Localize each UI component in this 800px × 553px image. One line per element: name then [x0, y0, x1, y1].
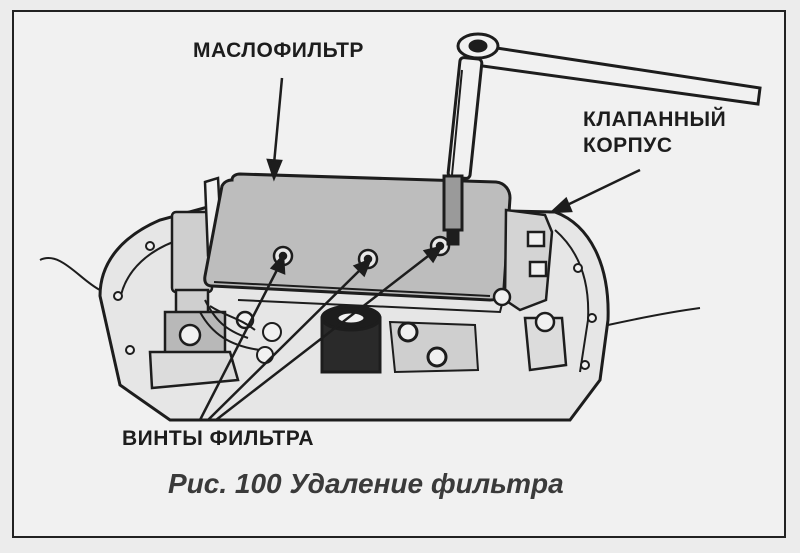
valve-body-label: КЛАПАННЫЙ КОРПУС	[583, 107, 726, 159]
valve-body	[492, 208, 568, 372]
valve-body-label-line1: КЛАПАННЫЙ	[583, 108, 727, 131]
filter-screws-label: ВИНТЫ ФИЛЬТРА	[122, 427, 315, 450]
oil-filter-label: МАСЛОФИЛЬТР	[193, 39, 364, 62]
valve-body-label-line2: КОРПУС	[583, 134, 673, 157]
case-bolts	[113, 241, 597, 370]
figure-caption: Рис. 100 Удаление фильтра	[168, 468, 564, 499]
leader-arrows	[198, 77, 641, 421]
ratchet-wrench	[442, 32, 762, 246]
